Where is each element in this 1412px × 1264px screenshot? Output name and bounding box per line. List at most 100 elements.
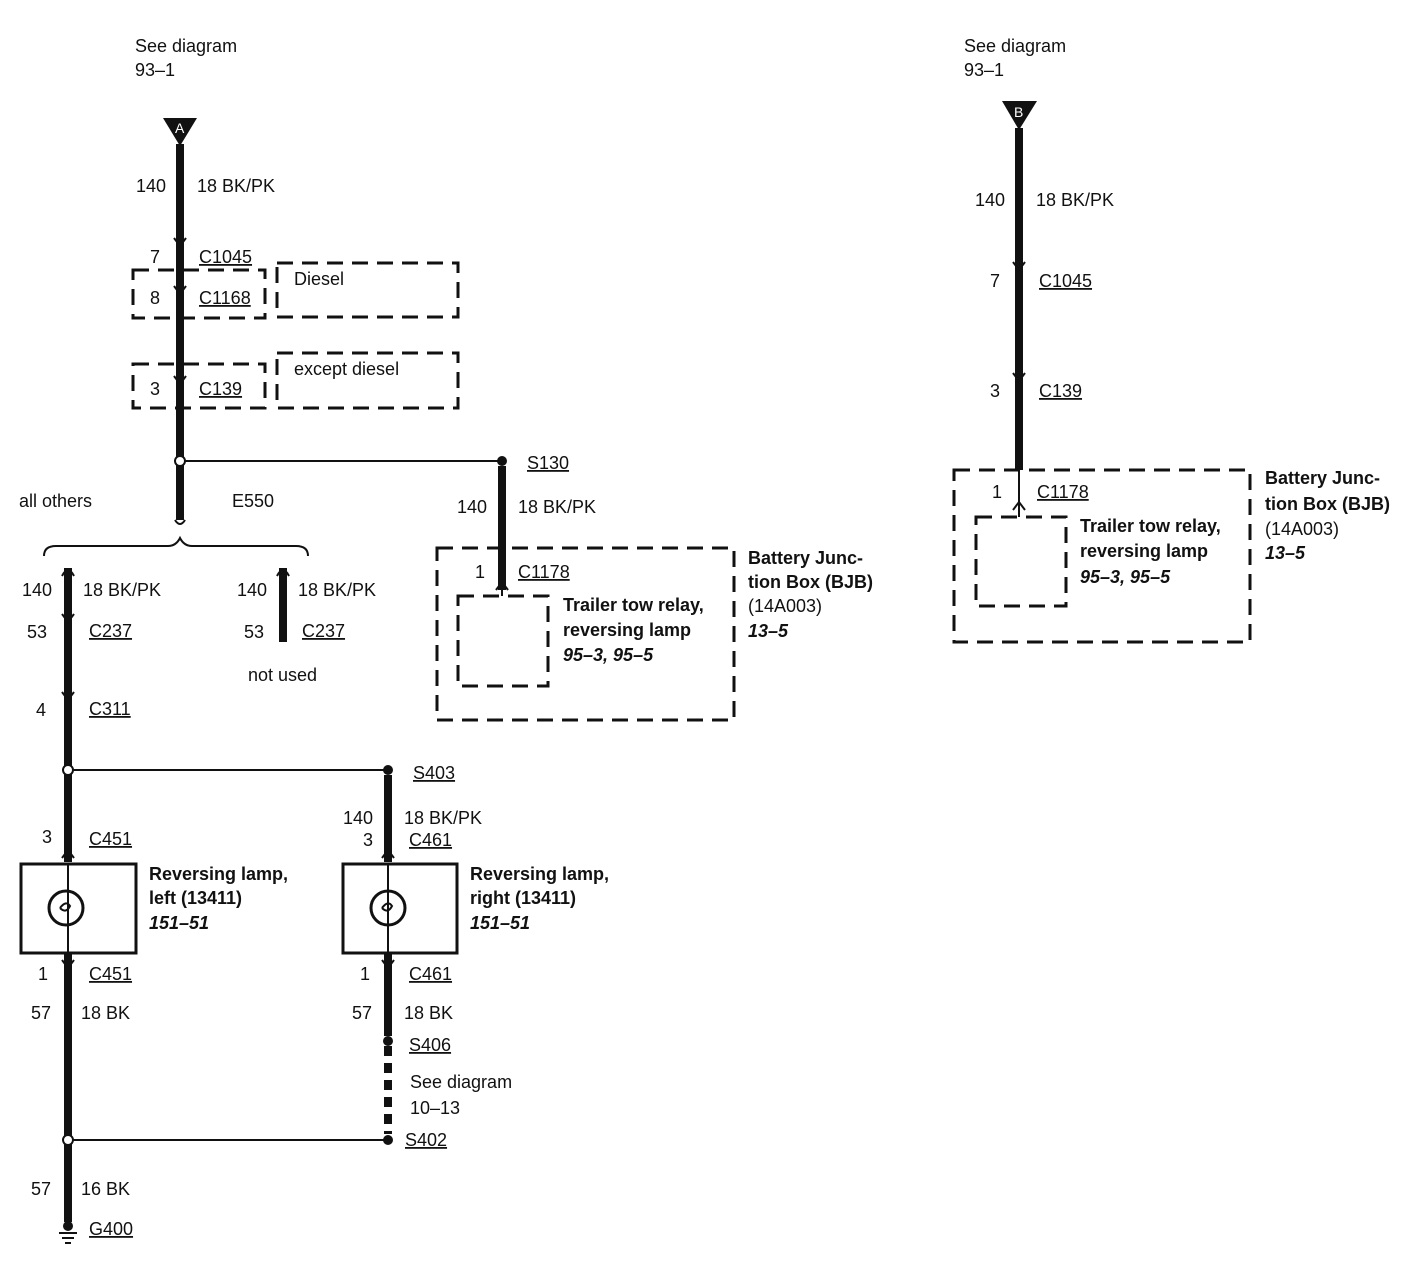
branch1-c237-label: C237 xyxy=(89,621,132,641)
right-bjb-pin: 1 xyxy=(992,482,1002,502)
right-c1045-arrow xyxy=(1012,261,1026,272)
connector-a-letter: A xyxy=(175,120,185,136)
right-c1045-pin: 7 xyxy=(990,271,1000,291)
c311-pin: 4 xyxy=(36,700,46,720)
c1168-dashed-box xyxy=(131,268,267,320)
c139-arrow xyxy=(173,375,187,386)
c139-label: C139 xyxy=(199,379,242,399)
bjb-pin: 1 xyxy=(475,562,485,582)
bjb-connector: C1178 xyxy=(518,562,570,582)
lamp-left-wire: 18 BK xyxy=(81,1003,130,1023)
c311-label: C311 xyxy=(89,699,131,719)
bjb-ref: 13–5 xyxy=(748,621,789,641)
right-relay-name-1: Trailer tow relay, xyxy=(1080,516,1221,536)
diesel-label: Diesel xyxy=(294,269,344,289)
bjb-name-3: (14A003) xyxy=(748,596,822,616)
relay-ref: 95–3, 95–5 xyxy=(563,645,654,665)
right-see-diagram-ref: 93–1 xyxy=(964,60,1004,80)
c139-pin: 3 xyxy=(150,379,160,399)
wire-18bkpk-label: 18 BK/PK xyxy=(197,176,275,196)
not-used-label: not used xyxy=(248,665,317,685)
right-c139-arrow xyxy=(1012,372,1026,383)
c1168-pin: 8 xyxy=(150,288,160,308)
branch1-circuit: 140 xyxy=(22,580,52,600)
lamp-right-wire: 18 BK xyxy=(404,1003,453,1023)
right-bjb-name-1: Battery Junc- xyxy=(1265,468,1380,488)
g400-node xyxy=(63,1221,73,1231)
lamp-left-name-2: left (13411) xyxy=(149,888,242,908)
bjb-dashed-box xyxy=(435,546,736,722)
bulb-right-icon xyxy=(369,889,407,927)
s402-label: S402 xyxy=(405,1130,447,1150)
right-diagram: See diagram 93–1 B 140 18 BK/PK 7 C1045 … xyxy=(952,36,1390,644)
lamp-left-conn-bot: C451 xyxy=(89,964,132,984)
s130-dot xyxy=(497,456,507,466)
c1045-arrow xyxy=(173,237,187,248)
branch1-c237-arrow xyxy=(61,613,75,624)
s402-splice-node xyxy=(62,1134,74,1146)
option-brace xyxy=(43,535,309,557)
right-relay-ref: 95–3, 95–5 xyxy=(1080,567,1171,587)
lamp-right-name-2: right (13411) xyxy=(470,888,576,908)
right-relay-dashed-box xyxy=(974,515,1068,608)
e550-label: E550 xyxy=(232,491,274,511)
right-see-diagram-label: See diagram xyxy=(964,36,1066,56)
bjb-circuit-label: 140 xyxy=(457,497,487,517)
right-bjb-connector: C1178 xyxy=(1037,482,1089,502)
lamp-left-conn-top: C451 xyxy=(89,829,132,849)
s403-dot xyxy=(383,765,393,775)
s406-dot xyxy=(383,1036,393,1046)
right-relay-name-2: reversing lamp xyxy=(1080,541,1208,561)
bjb-name-2: tion Box (BJB) xyxy=(748,572,873,592)
bjb-arrow xyxy=(495,580,509,591)
right-c1045-label: C1045 xyxy=(1039,271,1092,291)
right-bjb-name-3: (14A003) xyxy=(1265,519,1339,539)
bulb-left-filament xyxy=(59,902,72,912)
right-bjb-arrow xyxy=(1012,500,1026,511)
bulb-left-icon xyxy=(47,889,85,927)
lamp-left-box xyxy=(19,862,138,955)
lamp-right-circuit-top: 140 xyxy=(343,808,373,828)
c451-top-arrow xyxy=(61,848,75,859)
connector-b-letter: B xyxy=(1014,104,1023,120)
lamp-right-name-1: Reversing lamp, xyxy=(470,864,609,884)
branch2-c237-pin: 53 xyxy=(244,622,264,642)
c461-top-arrow xyxy=(381,848,395,859)
lamp-left-pin-bot: 1 xyxy=(38,964,48,984)
connector-a-triangle xyxy=(163,118,197,146)
lamp-left-name-1: Reversing lamp, xyxy=(149,864,288,884)
lamp-right-ref: 151–51 xyxy=(470,913,530,933)
lamp-right-wire-top: 18 BK/PK xyxy=(404,808,482,828)
c1168-arrow xyxy=(173,285,187,296)
except-diesel-option-box xyxy=(275,351,460,410)
branch2-c237-label: C237 xyxy=(302,621,345,641)
c1168-label: C1168 xyxy=(199,288,251,308)
ground-wire: 16 BK xyxy=(81,1179,130,1199)
right-circuit-140: 140 xyxy=(975,190,1005,210)
connector-b-triangle xyxy=(1002,101,1037,130)
see-diagram-label: See diagram xyxy=(135,36,237,56)
diesel-option-box xyxy=(275,261,460,319)
relay-dashed-box xyxy=(456,594,550,688)
all-others-label: all others xyxy=(19,491,92,511)
branch1-c237-pin: 53 xyxy=(27,622,47,642)
bjb-name-1: Battery Junc- xyxy=(748,548,863,568)
g400-label: G400 xyxy=(89,1219,133,1239)
s130-label: S130 xyxy=(527,453,569,473)
s130-splice-node xyxy=(174,455,186,467)
c461-bot-arrow xyxy=(381,959,395,970)
right-c139-label: C139 xyxy=(1039,381,1082,401)
branch2-wire-label: 18 BK/PK xyxy=(298,580,376,600)
right-bjb-ref: 13–5 xyxy=(1265,543,1306,563)
lamp-right-conn-top: C461 xyxy=(409,830,452,850)
s406-label: S406 xyxy=(409,1035,451,1055)
lamp-right-pin-top: 3 xyxy=(363,830,373,850)
right-wire-label: 18 BK/PK xyxy=(1036,190,1114,210)
right-c139-pin: 3 xyxy=(990,381,1000,401)
s403-label: S403 xyxy=(413,763,455,783)
lamp-right-box xyxy=(341,862,459,955)
relay-name-1: Trailer tow relay, xyxy=(563,595,704,615)
lamp-right-pin-bot: 1 xyxy=(360,964,370,984)
except-diesel-label: except diesel xyxy=(294,359,399,379)
